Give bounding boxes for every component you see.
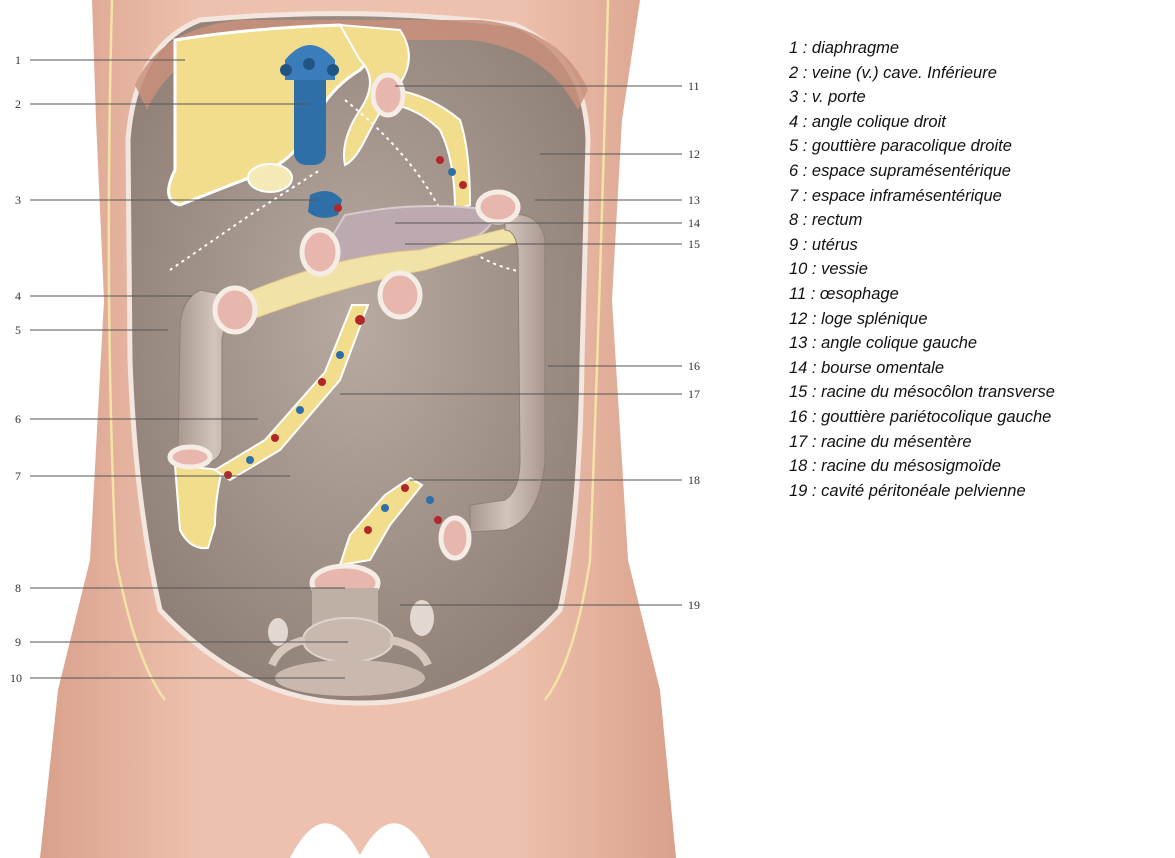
legend-item: 6 : espace supramésentérique (789, 159, 1175, 184)
mesosigmoid-vessel-3 (364, 526, 372, 534)
legend-item: 1 : diaphragme (789, 36, 1175, 61)
label-3: 3 (15, 193, 21, 207)
mesosigmoid-vessel-2 (381, 504, 389, 512)
mesosigmoid-vessel-5 (434, 516, 442, 524)
mesentery-vessel-3 (318, 378, 326, 386)
legend-item: 10 : vessie (789, 257, 1175, 282)
uterus (303, 618, 393, 662)
cecum-cut (170, 447, 210, 467)
label-9: 9 (15, 635, 21, 649)
legend-item: 3 : v. porte (789, 85, 1175, 110)
sigmoid-cut (441, 518, 469, 558)
mesosigmoid-vessel-4 (426, 496, 434, 504)
label-13: 13 (688, 193, 700, 207)
transverse-colon-cut-right (215, 288, 255, 332)
label-10: 10 (10, 671, 22, 685)
transverse-colon-cut-left (380, 273, 420, 317)
legend-item: 18 : racine du mésosigmoïde (789, 454, 1175, 479)
legend-item: 15 : racine du mésocôlon transverse (789, 380, 1175, 405)
esophageal-vessel-2 (448, 168, 456, 176)
legend-item: 11 : œsophage (789, 282, 1175, 307)
hepatic-vein-stub-3 (327, 64, 339, 76)
label-16: 16 (688, 359, 700, 373)
label-14: 14 (688, 216, 700, 230)
legend-item: 19 : cavité péritonéale pelvienne (789, 479, 1175, 504)
legend-item: 4 : angle colique droit (789, 110, 1175, 135)
duodenum-cut (302, 230, 338, 274)
legend-list: 1 : diaphragme 2 : veine (v.) cave. Infé… (789, 36, 1175, 503)
label-1: 1 (15, 53, 21, 67)
mesentery-vessel-4 (296, 406, 304, 414)
label-5: 5 (15, 323, 21, 337)
mesentery-vessel-1 (355, 315, 365, 325)
legend-item: 2 : veine (v.) cave. Inférieure (789, 61, 1175, 86)
label-8: 8 (15, 581, 21, 595)
label-2: 2 (15, 97, 21, 111)
legend-item: 9 : utérus (789, 233, 1175, 258)
mesentery-vessel-7 (224, 471, 232, 479)
mesentery-vessel-2 (336, 351, 344, 359)
portal-artery (334, 204, 342, 212)
label-15: 15 (688, 237, 700, 251)
label-11: 11 (688, 79, 700, 93)
caudate-lobe (248, 164, 292, 192)
label-17: 17 (688, 387, 700, 401)
legend-item: 16 : gouttière pariétocolique gauche (789, 405, 1175, 430)
label-19: 19 (688, 598, 700, 612)
legend-item: 13 : angle colique gauche (789, 331, 1175, 356)
label-7: 7 (15, 469, 21, 483)
esophagus-cut (373, 75, 403, 115)
label-12: 12 (688, 147, 700, 161)
legend-item: 8 : rectum (789, 208, 1175, 233)
label-6: 6 (15, 412, 21, 426)
label-18: 18 (688, 473, 700, 487)
mesosigmoid-vessel-1 (401, 484, 409, 492)
hepatic-vein-stub-2 (303, 58, 315, 70)
legend-item: 14 : bourse omentale (789, 356, 1175, 381)
colic-flexure-left-cut (478, 192, 518, 222)
esophageal-vessel-1 (436, 156, 444, 164)
mesentery-vessel-5 (271, 434, 279, 442)
legend-item: 17 : racine du mésentère (789, 430, 1175, 455)
legend-item: 12 : loge splénique (789, 307, 1175, 332)
mesentery-vessel-6 (246, 456, 254, 464)
hepatic-vein-stub-1 (280, 64, 292, 76)
legend-item: 5 : gouttière paracolique droite (789, 134, 1175, 159)
esophageal-vessel-3 (459, 181, 467, 189)
label-4: 4 (15, 289, 21, 303)
legend-item: 7 : espace inframésentérique (789, 184, 1175, 209)
